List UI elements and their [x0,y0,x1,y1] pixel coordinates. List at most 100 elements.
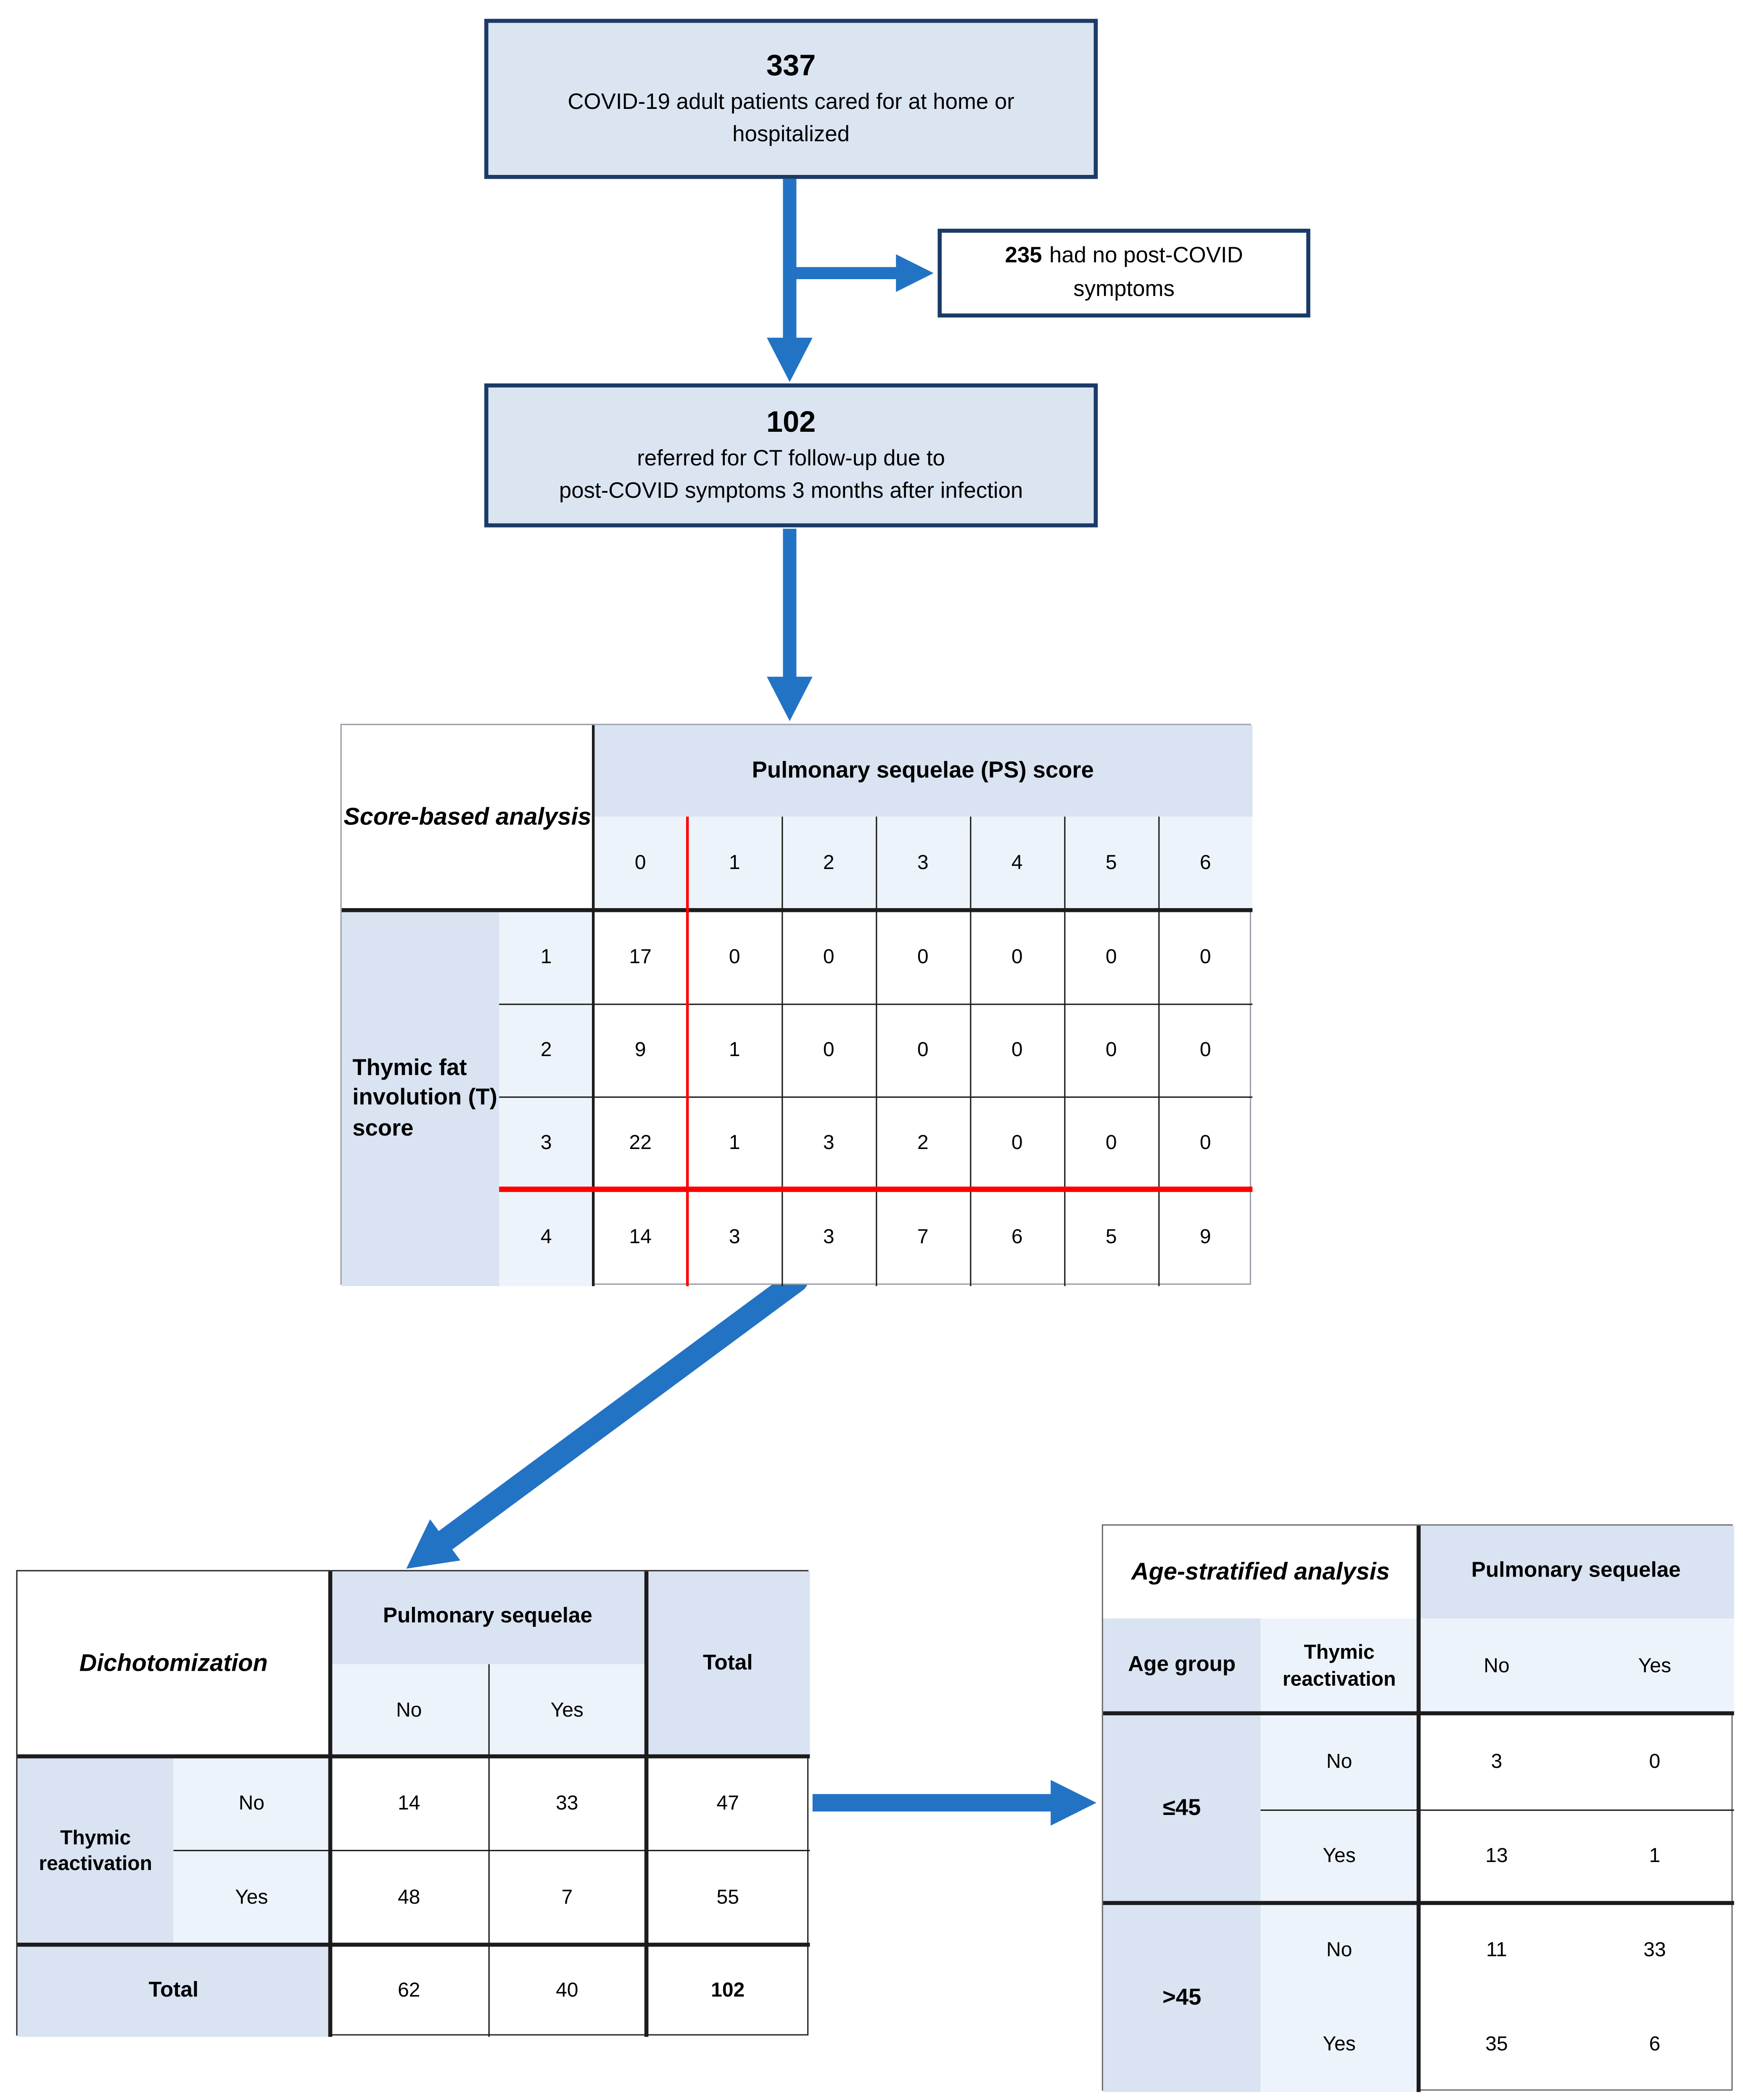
grid-line [1158,816,1160,1286]
grid-line [782,816,783,1286]
table-cell: 0 [1011,1038,1023,1061]
node-337-text-line1: COVID-19 adult patients cared for at hom… [568,90,1014,114]
table-cell: 0 [1649,1750,1661,1773]
table-cell-total: 102 [711,1979,745,2002]
table-cell: 2 [917,1131,929,1154]
table-cell: 33 [556,1791,578,1815]
table-cell: 3 [823,1131,835,1154]
thymic-reactivation-header: Thymic reactivation [1282,1641,1396,1691]
table-cell: 6 [1649,2033,1661,2056]
table-cell: 9 [1199,1226,1211,1249]
table-cell: 3 [1491,1750,1503,1773]
table-cell: 1 [729,1131,740,1154]
dicho-table-title: Dichotomization [79,1650,268,1677]
grid-line [499,1096,1253,1098]
dichotomization-table: Dichotomization Pulmonary sequelae No Ye… [16,1570,810,2037]
table-cell: 6 [1011,1226,1023,1249]
ps-score-subheader-bg [593,816,1253,911]
grid-line [499,1004,1253,1005]
table-cell: 0 [1105,1038,1117,1061]
grid-line [970,816,972,1286]
row-label: No [238,1791,265,1815]
table-cell: 40 [556,1979,578,2002]
table-cell: 22 [629,1131,652,1154]
le45-bg [1103,1714,1261,1904]
table-cell: 14 [629,1226,652,1249]
node-235-text-line2: symptoms [1073,277,1175,301]
grid-line-thick [1103,1711,1734,1715]
node-235-text-line1: 235 had no post-COVID [1005,240,1243,273]
node-102-text-line2: post-COVID symptoms 3 months after infec… [559,479,1023,504]
table-cell: 0 [1011,945,1023,969]
col-label: 1 [729,852,740,875]
table-cell: 48 [398,1886,420,1909]
table-cell: 13 [1485,1845,1508,1868]
node-102-count: 102 [766,404,816,438]
table-cell: 11 [1486,1939,1507,1962]
table-cell: 0 [1199,1131,1211,1154]
node-235-count: 235 [1005,244,1042,268]
table-cell: 0 [917,1038,929,1061]
table-cell: 3 [823,1226,835,1249]
table-cell: 0 [1199,1038,1211,1061]
gt45-bg [1103,1904,1261,2092]
table-cell: 0 [1105,945,1117,969]
grid-line-thick [644,1571,648,2037]
row-label: Yes [1323,2033,1356,2056]
noyes-strip-bg [1418,1618,1734,1714]
age-group-header: Age group [1128,1654,1236,1677]
ps-score-header: Pulmonary sequelae (PS) score [752,757,1094,783]
row-label: No [1326,1750,1352,1773]
thymic-reactivation-header: Thymic reactivation [39,1826,152,1875]
table-cell: 1 [1649,1845,1661,1868]
table-cell: 55 [716,1886,739,1909]
row-label: No [1326,1939,1352,1962]
table-cell: 0 [823,1038,835,1061]
grid-line-thick [328,1571,332,2037]
age-stratified-table: Age-stratified analysis Pulmonary sequel… [1101,1524,1734,2092]
table-cell: 0 [1199,945,1211,969]
thymic-label-bg [17,1757,174,1946]
table-cell: 7 [917,1226,929,1249]
grid-line-thick [341,908,1253,912]
table-cell: 0 [1011,1131,1023,1154]
grid-line-thick [17,1754,810,1759]
table-cell: 62 [398,1979,420,2002]
arrow-down-icon [767,528,813,721]
grid-line-thick [1103,1901,1734,1905]
score-table-title: Score-based analysis [343,803,592,831]
node-235-rest: had no post-COVID [1049,244,1243,268]
table-cell: 1 [729,1038,740,1061]
table-cell: 0 [823,945,835,969]
age-group-gt45: >45 [1162,1984,1202,2010]
col-label: 2 [823,852,835,875]
ps-header-bg [1418,1525,1734,1619]
table-cell: 33 [1643,1939,1666,1962]
grid-line [592,725,595,1286]
col-label: Yes [550,1698,584,1722]
ps-header: Pulmonary sequelae [1471,1559,1681,1582]
arrow-down-icon [767,179,813,382]
col-label: 4 [1011,852,1023,875]
row-label: 4 [540,1226,552,1249]
ps-header-bg [330,1571,646,1664]
col-label: 3 [917,852,929,875]
table-cell: 0 [1105,1131,1117,1154]
col-label: 5 [1105,852,1117,875]
table-cell: 0 [917,945,929,969]
grid-line-thick [17,1942,810,1947]
row-label: Yes [235,1886,268,1909]
col-label: 6 [1199,852,1211,875]
age-table-title: Age-stratified analysis [1131,1557,1390,1585]
t-score-numbers-bg [499,911,594,1286]
age-group-header-bg [1103,1618,1261,1714]
grid-line [876,816,877,1286]
col-label: No [396,1698,422,1722]
node-337-text-line2: hospitalized [732,123,850,147]
sublabel-col-bg [173,1757,330,1946]
table-cell: 9 [634,1038,646,1061]
col-label: No [1484,1654,1510,1677]
grid-line-thick [1416,1525,1420,2092]
